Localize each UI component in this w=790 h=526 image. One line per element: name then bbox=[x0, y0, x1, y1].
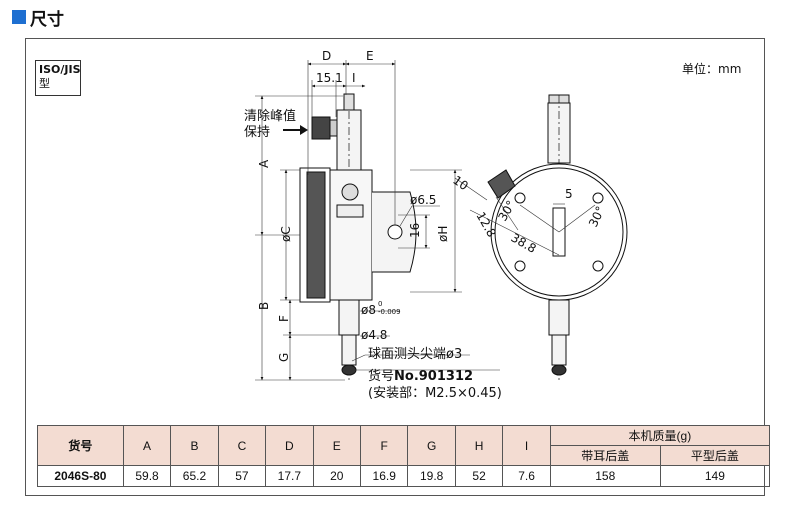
side-view bbox=[299, 93, 417, 380]
cell-model: 2046S-80 bbox=[37, 465, 124, 487]
tol-lower-label: -0.009 bbox=[378, 308, 401, 316]
section-title: 尺寸 bbox=[12, 6, 64, 30]
dim-6-5-label: ø6.5 bbox=[410, 193, 436, 207]
standard-label: ISO/JIS bbox=[39, 63, 81, 76]
table-row: 2046S-80 59.8 65.2 57 17.7 20 16.9 19.8 … bbox=[37, 465, 771, 487]
title-square-icon bbox=[12, 10, 26, 24]
table-subheader-row: 带耳后盖 平型后盖 bbox=[38, 445, 771, 466]
header-col: H bbox=[454, 425, 504, 466]
standard-type: 型 bbox=[39, 77, 50, 90]
table-cell: 19.8 bbox=[407, 465, 456, 487]
dim-8-label: ø8 bbox=[361, 303, 376, 317]
header-mass-flat: 平型后盖 bbox=[659, 445, 771, 466]
header-model: 货号 bbox=[37, 425, 124, 466]
header-col: D bbox=[265, 425, 314, 466]
dim-g-label: G bbox=[277, 353, 291, 362]
header-col: C bbox=[217, 425, 267, 466]
dim-16-label: 16 bbox=[408, 223, 422, 238]
table-cell: 20 bbox=[312, 465, 362, 487]
front-view bbox=[487, 94, 628, 380]
header-mass-group: 本机质量(g) bbox=[549, 425, 771, 446]
standard-box: ISO/JIS 型 bbox=[35, 60, 81, 96]
table-cell: 17.7 bbox=[265, 465, 314, 487]
clear-peak-label-1: 清除峰值 bbox=[244, 108, 296, 124]
dim-4-8-label: ø4.8 bbox=[361, 328, 387, 342]
dim-i-label: I bbox=[352, 71, 356, 85]
ball-tip-note: 球面测头尖端ø3 bbox=[368, 347, 462, 362]
dim-b-label: B bbox=[257, 302, 271, 310]
table-cell: 16.9 bbox=[359, 465, 409, 487]
header-col: I bbox=[502, 425, 551, 466]
tol-upper-label: 0 bbox=[378, 300, 382, 308]
drawing-frame bbox=[25, 38, 765, 496]
dim-h-label: øH bbox=[436, 226, 450, 242]
clear-peak-label-2: 保持 bbox=[244, 125, 270, 140]
dim-c-label: øC bbox=[279, 226, 293, 242]
dim-15-1-label: 15.1 bbox=[316, 71, 343, 85]
part-number-note: 货号No.901312 bbox=[368, 368, 473, 384]
unit-label: 单位：mm bbox=[682, 62, 742, 76]
table-cell: 65.2 bbox=[170, 465, 219, 487]
table-header-row: 货号 A B C D E F G H I 本机质量(g) bbox=[37, 425, 771, 466]
header-mass-eared: 带耳后盖 bbox=[549, 445, 661, 466]
cell-mass-flat: 149 bbox=[659, 465, 771, 487]
dim-a-label: A bbox=[257, 159, 271, 168]
header-col: G bbox=[407, 425, 456, 466]
table-cell: 57 bbox=[217, 465, 267, 487]
header-col: F bbox=[359, 425, 409, 466]
part-prefix: 货号 bbox=[368, 368, 394, 384]
title-text: 尺寸 bbox=[30, 9, 64, 30]
dim-10-label: 10 bbox=[450, 173, 471, 193]
dim-f-label: F bbox=[277, 315, 291, 322]
dim-e-label: E bbox=[366, 49, 374, 63]
cell-mass-eared: 158 bbox=[549, 465, 661, 487]
spec-table: 货号 A B C D E F G H I 本机质量(g) 带耳后盖 平型后盖 2… bbox=[37, 425, 771, 487]
table-cell: 52 bbox=[454, 465, 504, 487]
table-cell: 59.8 bbox=[122, 465, 172, 487]
mount-note: (安装部：M2.5×0.45) bbox=[368, 386, 502, 401]
part-number: No.901312 bbox=[394, 369, 473, 384]
header-col: E bbox=[312, 425, 362, 466]
dim-5-label: 5 bbox=[565, 187, 573, 201]
header-col: A bbox=[122, 425, 172, 466]
table-cell: 7.6 bbox=[502, 465, 551, 487]
dim-d-label: D bbox=[322, 49, 331, 63]
header-col: B bbox=[170, 425, 219, 466]
